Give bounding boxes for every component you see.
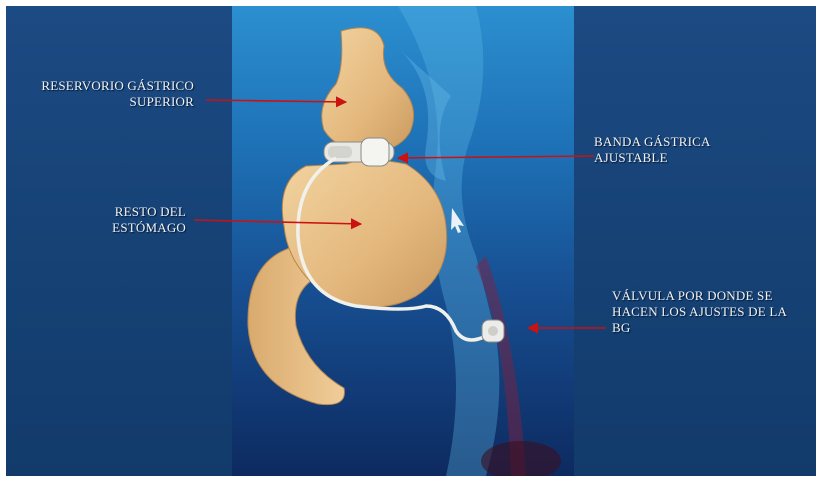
label-line: RESTO DEL [66, 204, 186, 220]
port-valve-icon [482, 320, 504, 342]
label-line: AJUSTABLE [594, 150, 711, 166]
label-line: SUPERIOR [8, 94, 194, 110]
label-line: BG [612, 320, 816, 336]
label-line: HACEN LOS AJUSTES DE LA [612, 304, 816, 320]
diagram-frame: RESERVORIO GÁSTRICO SUPERIOR BANDA GÁSTR… [6, 6, 816, 476]
label-resto: RESTO DEL ESTÓMAGO [66, 204, 186, 236]
label-line: VÁLVULA POR DONDE SE [612, 288, 816, 304]
label-line: ESTÓMAGO [66, 220, 186, 236]
label-line: BANDA GÁSTRICA [594, 134, 711, 150]
label-line: RESERVORIO GÁSTRICO [8, 78, 194, 94]
stomach-illustration [6, 6, 816, 476]
label-reservorio: RESERVORIO GÁSTRICO SUPERIOR [8, 78, 194, 110]
adjustable-band-icon [324, 138, 394, 166]
upper-pouch-shape [322, 28, 414, 152]
label-valvula: VÁLVULA POR DONDE SE HACEN LOS AJUSTES D… [612, 288, 816, 336]
label-banda: BANDA GÁSTRICA AJUSTABLE [594, 134, 711, 166]
